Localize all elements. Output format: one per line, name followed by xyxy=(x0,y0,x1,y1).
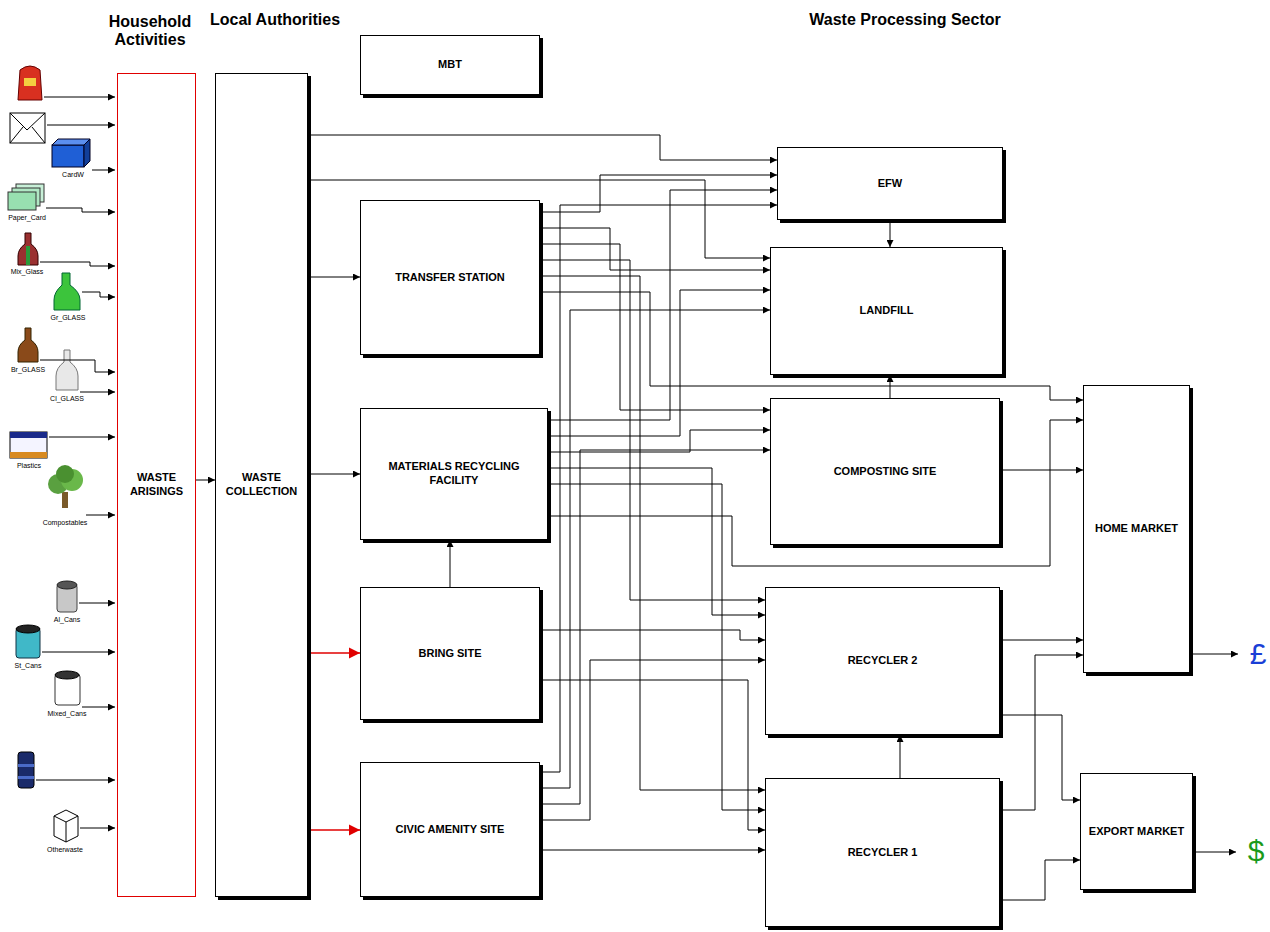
waste-type-label: Compostables xyxy=(43,519,88,527)
waste-type-label: Otherwaste xyxy=(47,846,83,854)
waste-type-label: CardW xyxy=(62,171,84,179)
flow-arrow xyxy=(540,680,765,830)
column-heading: Waste Processing Sector xyxy=(809,11,1000,29)
column-heading: Local Authorities xyxy=(210,11,340,29)
flow-arrow xyxy=(450,540,451,587)
flow-arrow xyxy=(540,276,765,790)
flow-arrow xyxy=(540,660,765,820)
box-label: COMPOSTING SITE xyxy=(830,465,941,479)
waste-type-label: Al_Cans xyxy=(54,616,80,624)
box-label: WASTE COLLECTION xyxy=(216,471,307,499)
box-label: CIVIC AMENITY SITE xyxy=(392,823,509,837)
flow-arrow xyxy=(890,220,891,247)
paper-icon xyxy=(8,184,44,210)
flow-arrow xyxy=(540,228,770,270)
flow-arrow xyxy=(548,430,770,452)
flow-arrow xyxy=(548,290,770,436)
flow-arrow xyxy=(540,244,770,410)
icon-arrows xyxy=(36,97,115,828)
currency-symbol: $ xyxy=(1248,834,1265,869)
box-label: RECYCLER 2 xyxy=(844,654,922,668)
bottle-icon xyxy=(56,350,78,390)
flow-arrow xyxy=(196,480,215,481)
bottle-icon xyxy=(18,233,38,265)
waste-type-label: Mix_Glass xyxy=(11,268,44,276)
flow-arrow xyxy=(540,310,770,788)
flow-arrow xyxy=(1000,470,1083,471)
box-label: EXPORT MARKET xyxy=(1085,825,1188,839)
flow-arrow xyxy=(308,277,360,278)
flow-arrow xyxy=(548,190,777,420)
process-box: BRING SITE xyxy=(360,587,540,720)
flow-arrow xyxy=(308,135,777,160)
flow-arrow xyxy=(308,474,360,475)
waste-type-label: Br_GLASS xyxy=(11,366,45,374)
tree-icon xyxy=(48,465,83,508)
box-label: WASTE ARISINGS xyxy=(118,471,195,499)
process-box: LANDFILL xyxy=(770,247,1003,375)
process-box: RECYCLER 2 xyxy=(765,587,1000,735)
market-arrows xyxy=(1193,654,1238,852)
refuse-icon xyxy=(18,66,42,100)
column-heading: Household Activities xyxy=(90,13,210,50)
flow-arrow xyxy=(540,450,770,804)
flow-arrow xyxy=(308,829,360,831)
flow-arrow xyxy=(900,735,901,778)
process-box: TRANSFER STATION xyxy=(360,200,540,355)
process-box: EXPORT MARKET xyxy=(1080,773,1193,890)
flow-arrow xyxy=(540,175,777,212)
can-icon xyxy=(55,671,80,705)
flow-arrow xyxy=(540,850,765,851)
box-label: RECYCLER 1 xyxy=(844,846,922,860)
process-box: COMPOSTING SITE xyxy=(770,398,1000,545)
bottle-icon xyxy=(54,273,80,310)
card-icon xyxy=(52,139,90,167)
envelope-icon xyxy=(10,113,45,143)
waste-type-label: Cl_GLASS xyxy=(50,395,84,403)
process-box: MATERIALS RECYCLING FACILITY xyxy=(360,408,548,540)
can-icon xyxy=(57,581,77,612)
can-icon xyxy=(16,625,40,658)
flow-arrow xyxy=(308,652,360,654)
currency-symbol: £ xyxy=(1250,637,1267,672)
waste-type-label: Mixed_Cans xyxy=(48,710,87,718)
box-label: EFW xyxy=(874,177,906,191)
process-box: CIVIC AMENITY SITE xyxy=(360,762,540,897)
waste-type-label: Paper_Card xyxy=(8,214,46,222)
flow-arrow xyxy=(540,630,765,640)
flow-arrow xyxy=(1000,640,1083,641)
barrel-icon xyxy=(18,752,34,788)
box-label: BRING SITE xyxy=(415,647,486,661)
process-box: HOME MARKET xyxy=(1083,385,1190,673)
box-label: LANDFILL xyxy=(856,304,918,318)
flow-arrow xyxy=(1000,860,1080,900)
process-box: WASTE ARISINGS xyxy=(117,73,196,897)
bottle-icon xyxy=(18,328,38,362)
waste-type-label: Gr_GLASS xyxy=(50,314,85,322)
plastics-icon xyxy=(10,432,47,458)
flow-arrow xyxy=(1000,715,1080,800)
flow-arrow xyxy=(1000,655,1083,810)
process-box: MBT xyxy=(360,35,540,95)
flow-arrow xyxy=(890,375,891,398)
box-label: HOME MARKET xyxy=(1091,522,1182,536)
waste-type-label: St_Cans xyxy=(15,662,42,670)
process-box: EFW xyxy=(777,147,1003,220)
box-label: TRANSFER STATION xyxy=(391,271,509,285)
box-label: MATERIALS RECYCLING FACILITY xyxy=(361,460,547,488)
box-icon xyxy=(54,810,78,842)
process-box: WASTE COLLECTION xyxy=(215,73,308,897)
waste-type-label: Plastics xyxy=(17,462,41,470)
flow-arrow xyxy=(540,205,777,772)
box-label: MBT xyxy=(434,58,466,72)
process-box: RECYCLER 1 xyxy=(765,778,1000,927)
